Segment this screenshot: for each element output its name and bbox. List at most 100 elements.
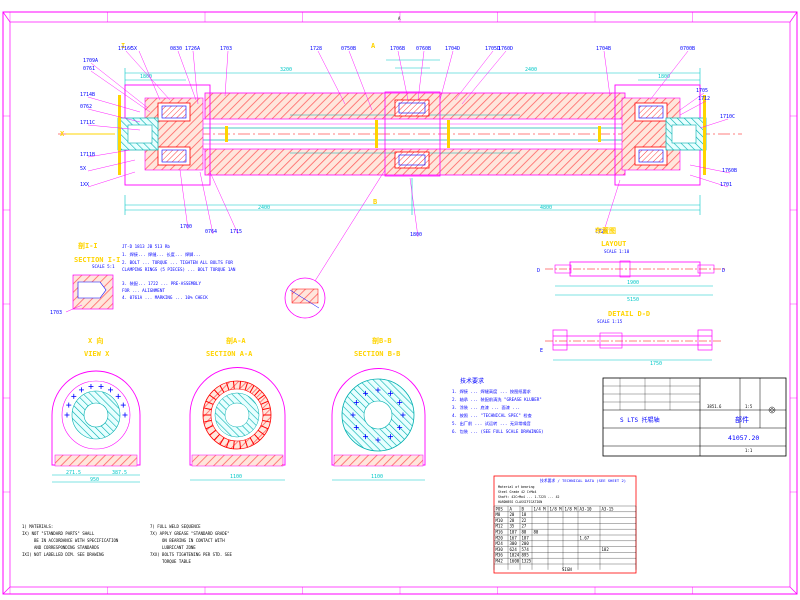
bottom-dimensions [124, 178, 701, 215]
section-marker-i: I [121, 42, 125, 50]
main-section-view: 3200 2400 1800 1800 [58, 42, 742, 215]
note-line: 4. 按照 ... "TECHNICAL SPEC" 检查 [452, 412, 533, 419]
bolt-pattern [350, 387, 406, 443]
magnified-detail [284, 169, 386, 319]
part-label: 1705D [485, 46, 500, 52]
leader-line [649, 50, 689, 101]
leader-line [461, 50, 507, 105]
detail-d-view: DETAIL D-D SCALE 1:15 1750 E [540, 310, 722, 367]
roller-mark [232, 440, 235, 449]
part-label: 1704D [445, 46, 460, 52]
table-cell: M24 [496, 541, 504, 546]
roller-mark [262, 407, 271, 411]
table-cell: 1325 [522, 559, 532, 564]
left-note-line: IXI) NOT LABELLED DIM. SEE DRAWING [22, 552, 104, 557]
table-cell: 35 [510, 524, 515, 529]
right-note-line: LUBRICANT ZONE [162, 545, 196, 550]
table-cell: 80 [534, 530, 539, 535]
roller-mark [244, 382, 248, 391]
part-label: 1703 [220, 46, 232, 52]
part-label: 1760D [498, 46, 513, 52]
part-label: 1705 [696, 88, 708, 94]
right-note-line: TORQUE TABLE [162, 559, 191, 564]
view-x-dim-width: 950 [90, 477, 99, 483]
notes-title: 技术要求 [460, 377, 484, 385]
top-note-line: 2. BOLT ... TORQUE ... TIGHTEN ALL BOLTS… [122, 260, 233, 265]
table-cell: A3-10 [580, 506, 593, 511]
table-cell: M30 [496, 547, 504, 552]
table-cell: 20 [510, 512, 515, 517]
section-b-en: SECTION B-B [354, 350, 400, 358]
layout-view: 布置图 LAYOUT SCALE 1:10 1900 5150 D D [537, 226, 725, 303]
part-label: 1726A [185, 46, 200, 52]
table-cell: A [510, 506, 513, 511]
roller-mark [260, 400, 269, 405]
leader-line [87, 108, 141, 123]
table-cell: B [522, 506, 525, 511]
table-cell: 1/8 M [565, 506, 578, 511]
table-header-line: Shaft: 42CrMo4 ... 1.7225 ... 42 [498, 495, 559, 499]
top-notes: JT-D 1813 JB 513 Rb 1. 焊接... 焊缝... 长度...… [122, 244, 236, 300]
bottom-right-notes: 7) FULL WELD SEQUENCE 7X) APPLY GREASE "… [150, 524, 232, 564]
part-label: 1760B [722, 168, 737, 174]
roller-mark [262, 419, 271, 423]
part-label: 5X [131, 46, 137, 52]
part-label: 1720 [595, 229, 607, 235]
part-label-1703: 1703 [50, 310, 62, 316]
table-cell: 1/8 M [550, 506, 563, 511]
part-label: 1800 [410, 232, 422, 238]
roller-mark [209, 394, 217, 401]
section-i-view: 剖I-I SECTION I-I SCALE 5:1 1703 [50, 241, 120, 316]
roller-mark [213, 433, 220, 441]
part-label: 1706B [390, 46, 405, 52]
detail-scale: SCALE 1:15 [597, 319, 623, 324]
view-x-cn: X 向 [88, 336, 103, 345]
part-label: 0762 [80, 104, 92, 110]
table-cell: POS [496, 506, 504, 511]
table-cell: M36 [496, 553, 504, 558]
roller-mark [219, 437, 225, 445]
border-ticks [3, 12, 797, 594]
view-x-en: VIEW X [84, 350, 110, 358]
roller-mark [254, 389, 261, 397]
table-header-line: HARDNESS CLASSIFICATION [498, 500, 542, 504]
top-note-line: FOR ... ALIGNMENT [122, 288, 165, 293]
part-label: 5X [80, 166, 86, 172]
table-header-line: Steel Grade 42 CrMo4 [498, 490, 536, 494]
bottom-left-notes: 1) MATERIALS: IX) NOT "STANDARD PARTS" S… [22, 524, 119, 557]
table-cell: 22 [522, 518, 527, 523]
layout-en: LAYOUT [601, 240, 626, 248]
table-cell: 574 [522, 547, 530, 552]
table-cell: A3-15 [602, 506, 615, 511]
title-block: S LTS 托辊轴 部件 41057.20 3851.6 1:5 1:1 [602, 377, 787, 457]
part-label: 1712 [698, 96, 710, 102]
right-note-line: ON BEARING IN CONTACT WITH [162, 538, 225, 543]
left-note-line: BE IN ACCORDANCE WITH SPECIFICATION [34, 538, 119, 543]
roller-mark [239, 440, 242, 449]
part-label: 0760B [416, 46, 431, 52]
table-cell: 1600 [510, 559, 520, 564]
table-cell: 88 [522, 530, 527, 535]
table-cell: 1.67 [580, 535, 590, 540]
title-sheet: 1:1 [745, 448, 753, 453]
layout-dim-inner: 1900 [627, 280, 639, 286]
technical-notes: 技术要求 1. 焊接 ... 焊缝高度 ... 按图纸要求 2. 轴承 ... … [452, 377, 544, 435]
roller-mark [209, 429, 217, 436]
section-i-en: SECTION I-I [74, 256, 120, 264]
detail-title: DETAIL D-D [608, 310, 650, 318]
leader-line [199, 171, 214, 235]
bearing-rollers [203, 381, 271, 449]
top-note-line: 3. 装配... 1722 ... PRE-ASSEMBLY [122, 280, 201, 287]
title-short-name: 部件 [735, 415, 749, 424]
leader-line [177, 50, 197, 101]
title-weight: 3851.6 [707, 404, 722, 409]
sheet-border: A [2, 11, 798, 595]
view-x-dim-a: 271.5 [66, 470, 81, 476]
part-label: 1715 [230, 229, 242, 235]
part-leaders [87, 50, 731, 238]
table-cell: M16 [496, 530, 504, 535]
top-note-line: 4. 0761A ... MARKING ... 10% CHECK [122, 295, 208, 300]
